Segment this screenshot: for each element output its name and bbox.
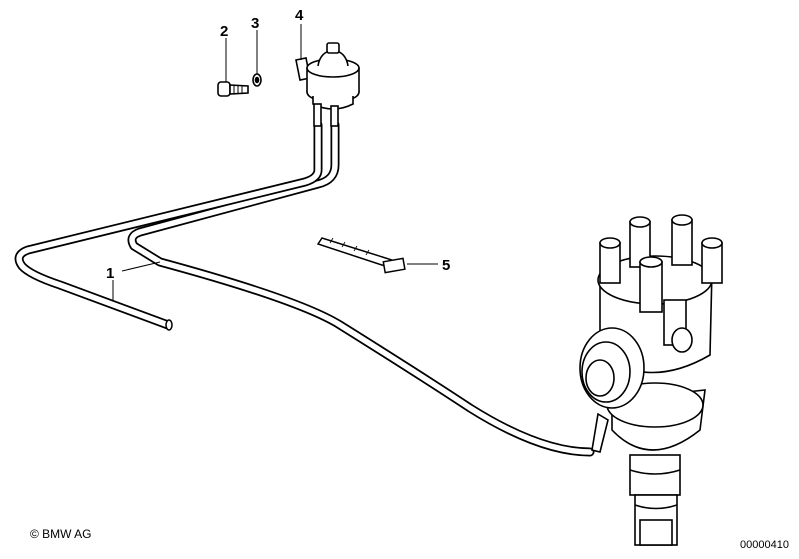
copyright-notice: © BMW AG (30, 527, 92, 541)
callout-5: 5 (442, 257, 450, 274)
screw (217, 81, 249, 97)
lock-washer (252, 73, 262, 87)
ignition-distributor (579, 214, 723, 546)
callout-3: 3 (251, 15, 259, 32)
leader-lines (112, 24, 438, 300)
drawing-number: 00000410 (740, 539, 789, 551)
callout-1: 1 (106, 265, 114, 282)
vacuum-valve (295, 42, 360, 127)
callout-4: 4 (295, 7, 304, 24)
cable-strap (316, 237, 406, 274)
callout-2: 2 (220, 23, 228, 40)
hose-run-long (127, 120, 595, 457)
vacuum-hose (14, 120, 595, 457)
hose-open-end (165, 319, 173, 331)
